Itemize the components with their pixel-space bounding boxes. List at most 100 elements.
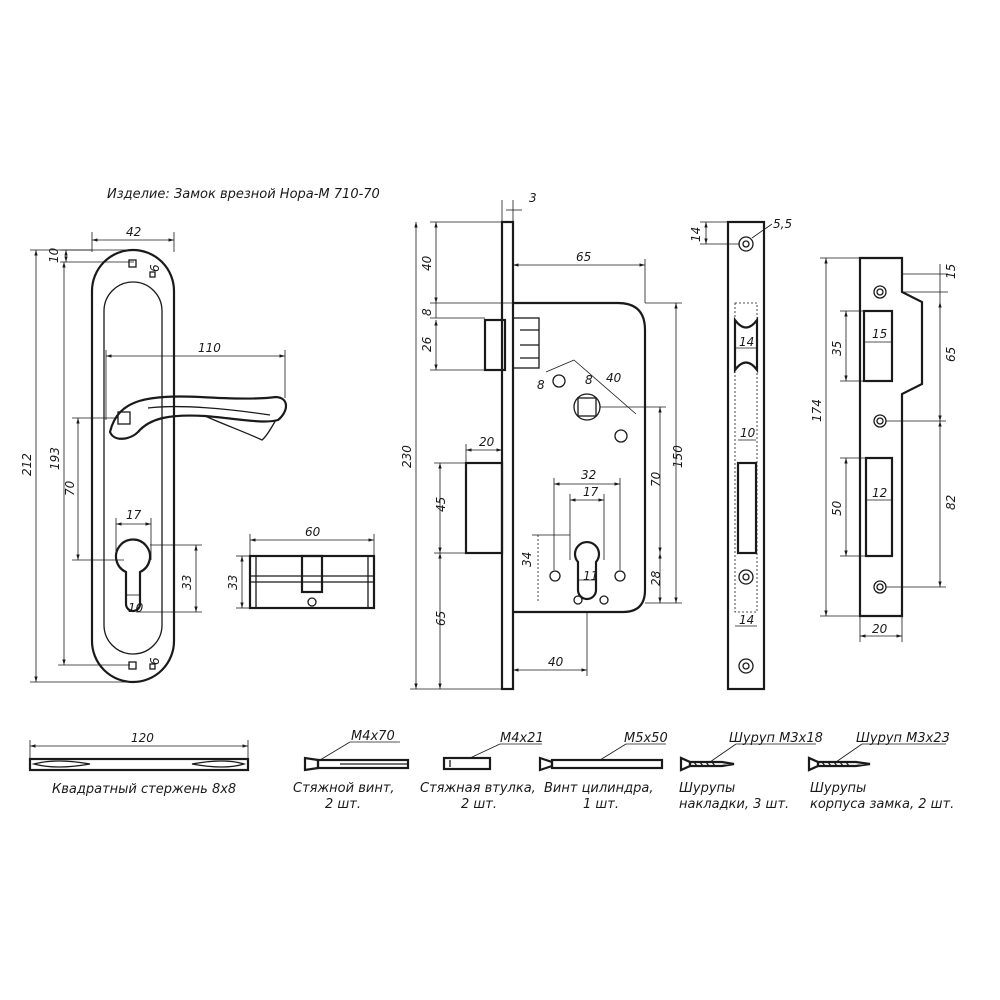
fastener-plate-screw: Шуруп М3х18 Шурупы накладки, 3 шт. <box>679 731 823 812</box>
dim-strike-height: 174 <box>810 399 824 422</box>
fastener-label-line2: 1 шт. <box>583 797 619 812</box>
dim-strike-width: 20 <box>872 622 888 636</box>
dim-keyhole-offset: 34 <box>520 552 534 567</box>
dim-cylinder-height: 33 <box>226 575 240 590</box>
fixing-hole-2 <box>614 429 628 443</box>
screw-hole-top-small <box>149 271 156 278</box>
fastener-label-line1: Шурупы <box>810 781 866 796</box>
dim-top-hole-offset: 10 <box>47 247 61 263</box>
fastener-spec: М4х21 <box>500 731 544 746</box>
fastener-label-line1: Шурупы <box>679 781 735 796</box>
dim-screw-spacing: 193 <box>48 447 62 470</box>
dim-plate-width: 42 <box>126 225 141 239</box>
dim-strike-deadbolt-height: 50 <box>830 500 844 516</box>
dim-spindle-length: 120 <box>131 731 154 745</box>
dim-hole1-diameter: 8 <box>537 378 545 392</box>
fastener-label-line2: 2 шт. <box>325 797 361 812</box>
faceplate-deadbolt-slot <box>736 461 758 555</box>
dim-lever-length: 110 <box>198 341 221 355</box>
fastener-connecting-screw: М4х70 Стяжной винт, 2 шт. <box>293 729 410 812</box>
strike-screw-mid <box>873 414 887 428</box>
dim-cylinder-length: 60 <box>305 525 321 539</box>
faceplate-view: 14 5,5 14 10 14 <box>689 217 792 691</box>
dim-cylinder-holes-spacing: 32 <box>581 468 596 482</box>
fixing-hole-1 <box>552 374 566 388</box>
dim-case-to-latch: 8 <box>420 308 434 316</box>
dim-faceplate-screw-diameter: 5,5 <box>773 217 792 231</box>
faceplate-outline <box>726 220 766 691</box>
faceplate-screw-top <box>738 236 754 252</box>
dim-keyhole-to-bottom: 28 <box>649 570 663 586</box>
latch-bolt <box>483 318 507 372</box>
fastener-spec: М4х70 <box>351 729 395 744</box>
dead-bolt <box>464 461 504 555</box>
lock-body-view: 3 65 40 8 26 8 8 40 150 230 20 45 <box>400 191 685 691</box>
fastener-connecting-sleeve: М4х21 Стяжная втулка, 2 шт. <box>420 731 544 812</box>
fastener-label-line2: 2 шт. <box>461 797 497 812</box>
dim-keyhole-width-lock: 17 <box>583 485 599 499</box>
dim-top-hole-size: 6 <box>148 264 162 272</box>
dim-spindle-size: 8 <box>585 373 593 387</box>
dim-strike-deadbolt-width: 12 <box>872 486 887 500</box>
dim-deadbolt-throw: 20 <box>479 435 495 449</box>
strike-deadbolt-opening <box>864 456 894 558</box>
cylinder-view: 60 33 <box>226 525 376 610</box>
dim-handle-to-cylinder: 70 <box>63 480 77 496</box>
faceplate-latch-slot <box>733 316 759 374</box>
strike-latch-opening <box>862 309 894 383</box>
dim-keyhole-slot-lock: 11 <box>583 569 598 583</box>
fastener-label-line2: накладки, 3 шт. <box>679 797 789 812</box>
dim-strike-screw-offset: 15 <box>944 264 958 279</box>
cylinder-cam <box>300 554 324 594</box>
screw-hole-top <box>128 259 137 268</box>
lever-handle-ridge <box>147 405 271 416</box>
handle-plate-inner <box>103 281 163 655</box>
dim-faceplate-deadbolt-width: 10 <box>740 426 756 440</box>
dim-strike-screw-spacing-2: 82 <box>944 495 958 510</box>
fastener-spec: Шуруп М3х18 <box>729 731 823 746</box>
screw-hole-bottom <box>128 661 137 670</box>
dim-keyhole-slot: 10 <box>128 601 144 615</box>
faceplate-screw-mid <box>738 569 754 585</box>
dim-hole-spacing: 40 <box>606 371 622 385</box>
latch-bolt-inner <box>512 317 540 369</box>
dim-plate-height: 212 <box>20 453 34 476</box>
spindle-bar <box>28 757 250 772</box>
dim-strike-screw-spacing-1: 65 <box>944 347 958 362</box>
dim-latch-height: 26 <box>420 336 434 352</box>
dim-handle-to-keyhole: 150 <box>671 445 685 468</box>
spindle-follower <box>577 397 597 417</box>
fastener-spec: Шуруп М3х23 <box>856 731 950 746</box>
strike-plate-outline <box>858 256 924 618</box>
lever-handle <box>108 395 288 440</box>
fastener-label-line2: корпуса замка, 2 шт. <box>810 797 954 812</box>
dim-backset-keyhole: 40 <box>548 655 564 669</box>
lock-keyhole <box>573 540 601 601</box>
dim-keyhole-vertical: 70 <box>649 471 663 487</box>
dim-keyhole-height: 33 <box>180 575 194 590</box>
faceplate-screw-bottom <box>738 658 754 674</box>
cylinder-screw-hole <box>307 597 317 607</box>
dim-bottom-hole-size: 6 <box>148 657 162 665</box>
strike-plate-view: 15 35 15 65 174 50 12 82 20 <box>810 256 958 642</box>
dim-keyhole-width: 17 <box>126 508 142 522</box>
dim-deadbolt-height: 45 <box>434 497 448 512</box>
strike-screw-bottom <box>873 580 887 594</box>
dim-strike-latch-height: 35 <box>830 341 844 356</box>
strike-screw-top <box>873 285 887 299</box>
dim-keyhole-to-plate-end: 65 <box>434 611 448 626</box>
fixing-hole-4 <box>614 570 626 582</box>
fastener-label-line1: Стяжной винт, <box>293 781 395 796</box>
fastener-cylinder-screw: М5х50 Винт цилиндра, 1 шт. <box>538 731 668 812</box>
dim-top-to-case: 40 <box>420 255 434 271</box>
fastener-label-line1: Стяжная втулка, <box>420 781 536 796</box>
spindle-view: 120 Квадратный стержень 8х8 <box>28 731 250 797</box>
dim-front-plate-height: 230 <box>400 445 414 468</box>
fastener-case-screw: Шуруп М3х23 Шурупы корпуса замка, 2 шт. <box>807 731 954 812</box>
dim-strike-latch-width: 15 <box>872 327 887 341</box>
dim-backset: 65 <box>576 250 591 264</box>
fastener-spec: М5х50 <box>624 731 668 746</box>
drawing-title: Изделие: Замок врезной Нора-М 710-70 <box>107 187 380 202</box>
lever-handle-curve <box>204 415 277 441</box>
